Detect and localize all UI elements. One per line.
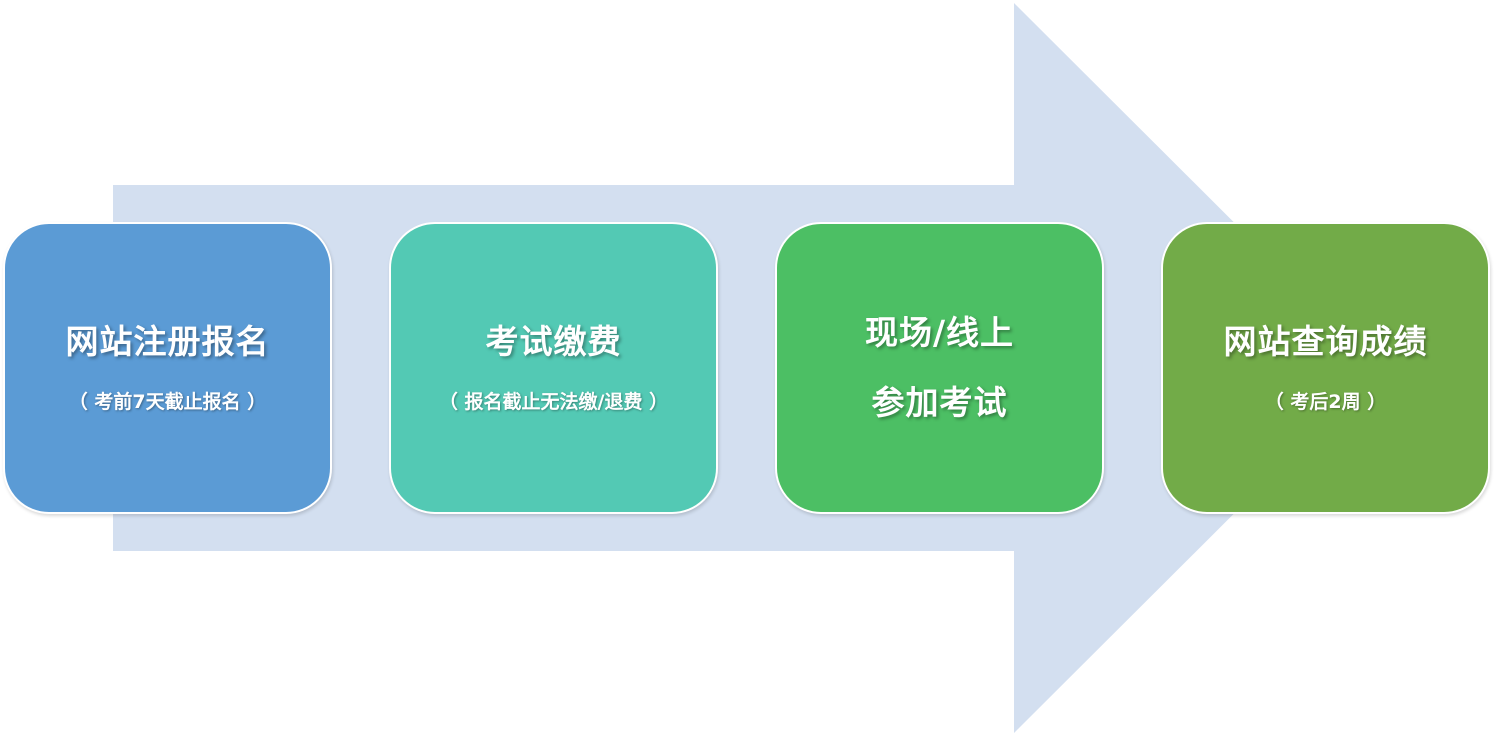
step-payment-title: 考试缴费	[485, 321, 622, 361]
step-exam-title-line1: 现场/线上	[864, 313, 1015, 353]
step-payment: 考试缴费 （ 报名截止无法缴/退费 ）	[389, 222, 718, 514]
step-payment-note: （ 报名截止无法缴/退费 ）	[438, 391, 669, 414]
arrow-shape	[113, 3, 1380, 733]
step-results-note: （ 考后2周 ）	[1264, 391, 1387, 414]
step-exam-title-line2: 参加考试	[871, 383, 1008, 422]
step-results-title: 网站查询成绩	[1223, 321, 1428, 361]
step-register-title: 网站注册报名	[65, 321, 270, 361]
step-results: 网站查询成绩 （ 考后2周 ）	[1161, 222, 1490, 514]
step-register-note: （ 考前7天截止报名 ）	[68, 391, 267, 414]
step-exam: 现场/线上 参加考试	[775, 222, 1104, 514]
step-register: 网站注册报名 （ 考前7天截止报名 ）	[3, 222, 332, 514]
